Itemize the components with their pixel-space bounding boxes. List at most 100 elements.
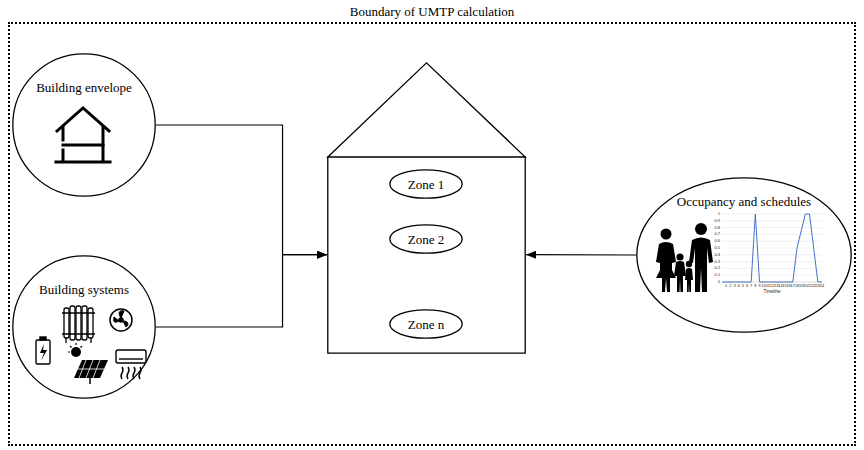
icon-stroke	[722, 214, 822, 275]
axis-tick-label: 1	[725, 284, 727, 288]
node-label: Zone 1	[408, 177, 444, 192]
icon-stroke	[722, 214, 822, 282]
axis-tick-label: 19	[799, 284, 803, 288]
family-silhouette	[656, 223, 713, 292]
node-label: Zone n	[408, 317, 444, 332]
icon-stroke	[93, 360, 100, 378]
axis-tick-label: 14	[778, 284, 782, 288]
grid-line	[722, 234, 822, 235]
schedule-chart	[722, 214, 822, 282]
icon-stroke	[82, 306, 87, 340]
icon-stroke	[40, 337, 46, 340]
axis-tick-label: 2	[729, 284, 731, 288]
axis-tick-label: 1	[718, 212, 720, 216]
icon-stroke	[62, 150, 65, 161]
axis-tick-label: 3	[733, 284, 735, 288]
grid-line	[722, 268, 822, 269]
grid-line	[722, 254, 822, 255]
ellipse-border	[390, 225, 462, 253]
node-label: Building envelope	[36, 80, 132, 95]
boundary-box: Boundary of UMTP calculationBuilding env…	[8, 22, 856, 446]
axis-tick-label: 24	[820, 284, 824, 288]
icon-stroke	[68, 351, 70, 352]
icon-stroke	[56, 161, 110, 164]
icon-stroke	[40, 344, 47, 361]
icon-stroke	[68, 343, 82, 352]
boundary-title: Boundary of UMTP calculation	[350, 4, 515, 19]
icon-stroke	[114, 311, 128, 327]
axis-tick-label: 22	[811, 284, 815, 288]
axis-tick-label: 20	[803, 284, 807, 288]
connector-arrow	[156, 255, 327, 327]
icon-stroke	[89, 378, 91, 384]
icon-stroke	[121, 367, 123, 379]
icon-stroke	[62, 333, 95, 334]
icon-stroke	[661, 229, 672, 240]
icon-stroke	[70, 346, 72, 348]
grid-line	[722, 261, 822, 262]
axis-tick-label: 16	[786, 284, 790, 288]
envelope-circle: Building envelope	[12, 53, 156, 197]
icon-stroke	[722, 214, 822, 282]
icon-stroke	[116, 350, 146, 363]
icon-stroke	[62, 127, 65, 140]
axis-tick-label: 0	[718, 280, 720, 284]
icon-stroke	[57, 108, 109, 131]
ellipse-outline	[12, 255, 156, 399]
icon-stroke	[63, 144, 103, 147]
axis-tick-label: 8	[754, 284, 756, 288]
icon-stroke	[74, 360, 108, 378]
air-conditioner-icon	[116, 350, 146, 379]
axis-tick-label: 0.6	[714, 239, 720, 243]
icon-stroke	[689, 238, 713, 293]
fan-icon	[110, 309, 132, 331]
icon-stroke	[81, 346, 83, 348]
axis-tick-label: 0.3	[714, 260, 720, 264]
envelope-house-icon	[56, 108, 110, 162]
axis-tick-label: 7	[750, 284, 752, 288]
icon-stroke	[686, 261, 692, 267]
axis-tick-label: 12	[770, 284, 774, 288]
icon-stroke	[76, 306, 81, 340]
icon-stroke	[75, 343, 76, 345]
icon-stroke	[656, 242, 676, 292]
icon-stroke	[79, 360, 86, 378]
axis-tick-label: 0.2	[714, 266, 720, 270]
axis-tick-label: 17	[791, 284, 795, 288]
ellipse-border	[637, 178, 851, 332]
connector-arrow	[526, 254, 636, 255]
axis-tick-label: 5	[742, 284, 744, 288]
radiator-icon	[62, 306, 95, 343]
grid-line	[722, 220, 822, 221]
axis-title: Timeline	[764, 290, 781, 295]
axis-tick-label: 11	[766, 284, 770, 288]
axis-tick-label: 18	[795, 284, 799, 288]
ellipse-border	[13, 54, 155, 196]
icon-stroke	[71, 347, 81, 357]
node-label: Zone 2	[408, 232, 444, 247]
occupancy-ellipse: Occupancy and schedules	[636, 177, 852, 333]
icon-stroke	[36, 340, 50, 364]
zone-ellipse: Zone n	[389, 309, 463, 339]
node-label: Building systems	[39, 282, 129, 297]
battery-icon	[36, 337, 50, 364]
icon-stroke	[685, 268, 693, 292]
icon-stroke	[70, 306, 75, 340]
axis-tick-label: 0.9	[714, 219, 720, 223]
icon-stroke	[65, 338, 66, 343]
icon-stroke	[62, 312, 95, 313]
axis-tick-label: 13	[774, 284, 778, 288]
icon-stroke	[695, 223, 707, 235]
axis-tick-label: 21	[807, 284, 811, 288]
axis-tick-label: 4	[738, 284, 740, 288]
solar-panel-icon	[68, 343, 108, 384]
axis-tick-label: 0.5	[714, 246, 720, 250]
axis-tick-label: 23	[816, 284, 820, 288]
icon-stroke	[90, 338, 91, 343]
grid-line	[722, 241, 822, 242]
ellipse-border	[390, 170, 462, 198]
grid-line	[722, 275, 822, 276]
axis-tick-label: 10	[761, 284, 765, 288]
icon-stroke	[119, 358, 143, 359]
